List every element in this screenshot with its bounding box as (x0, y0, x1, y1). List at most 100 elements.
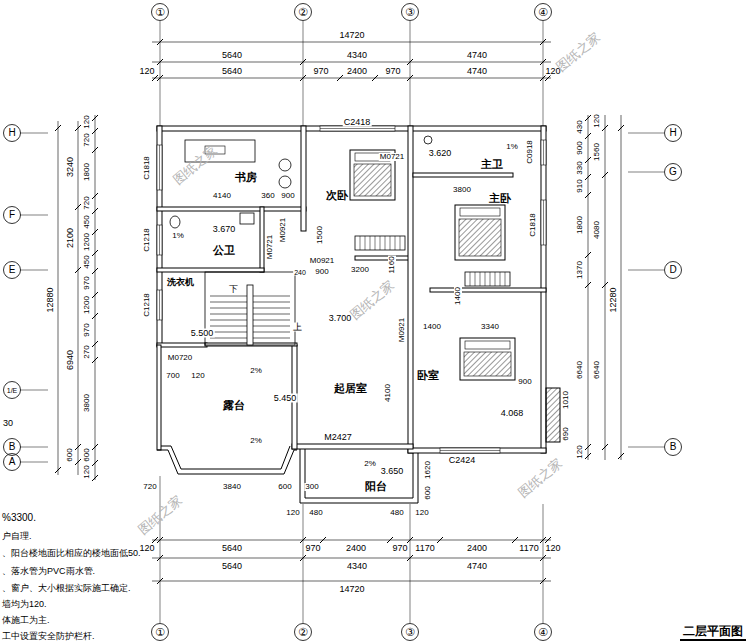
dimension-text: 3840 (222, 483, 242, 491)
dimension-tick (585, 115, 591, 121)
window-line (543, 200, 544, 245)
wardrobe-hanger (505, 272, 506, 286)
axis-label: H (8, 128, 15, 138)
dimension-text: 690 (562, 426, 570, 441)
room-label: 卧室 (416, 370, 440, 381)
dimension-text: 720 (83, 132, 91, 147)
dimension-text: 3.700 (328, 314, 353, 323)
window-line (159, 225, 160, 255)
wall (355, 256, 412, 260)
wardrobe-hanger (490, 272, 491, 286)
dimension-text: 5640 (221, 562, 243, 571)
axis-line (20, 447, 48, 448)
axis-line (543, 504, 544, 623)
wall (301, 126, 306, 231)
dimension-tick (92, 115, 98, 121)
axis-line (160, 476, 161, 623)
dimension-text: 1400 (454, 286, 462, 306)
dimension-tick (75, 459, 81, 465)
axis-line (160, 21, 161, 126)
dimension-text: 120 (138, 544, 155, 553)
dimension-text: 4740 (466, 67, 488, 76)
dimension-text: 120 (83, 464, 91, 479)
dimension-text: 14720 (338, 31, 365, 40)
dimension-text: 下 (228, 285, 239, 294)
dimension-text: 1% (171, 232, 185, 240)
axis-circle (4, 125, 21, 142)
dimension-tick (152, 537, 158, 543)
bed-cover (459, 219, 501, 256)
dimension-text: 2% (249, 437, 263, 445)
dimension-tick (540, 578, 546, 584)
dimension-text: 120 (138, 67, 155, 76)
dimension-tick (585, 192, 591, 198)
dimension-text: 2400 (466, 544, 488, 553)
dimension-tick (585, 282, 591, 288)
wall (430, 288, 546, 292)
dimension-text: 970 (83, 322, 91, 337)
dimension-tick (300, 75, 306, 81)
note-text: 、阳台楼地面比相应的楼地面低50. (2, 549, 141, 558)
room-label: 主卫 (480, 159, 504, 170)
dimension-text: 3800 (452, 186, 472, 194)
axis-label: F (9, 210, 15, 220)
axis-circle (665, 125, 682, 142)
wardrobe (465, 272, 510, 286)
dimension-tick (157, 537, 163, 543)
dimension-text: 700 (165, 372, 180, 380)
dimension-line (152, 581, 551, 582)
railing (305, 449, 413, 498)
dimension-tick (512, 537, 518, 543)
dimension-text: 5640 (221, 67, 243, 76)
dimension-text: 600 (66, 447, 74, 462)
room-label: 露台 (222, 400, 246, 411)
dimension-text: 3200 (350, 266, 370, 274)
dimension-tick (585, 157, 591, 163)
room-label: 公卫 (212, 245, 236, 256)
dimension-tick (602, 444, 608, 450)
hatched-bay (546, 388, 560, 442)
dimension-text: 5.500 (190, 329, 215, 338)
window-line (320, 128, 395, 129)
dimension-tick (407, 59, 413, 65)
dimension-text: 900 (576, 140, 584, 155)
dimension-line (152, 540, 551, 541)
dimension-line (152, 62, 551, 63)
axis-circle (295, 4, 312, 21)
dimension-text: 120 (576, 444, 584, 459)
dimension-text: 910 (576, 178, 584, 193)
room-label: 起居室 (333, 383, 368, 394)
dimension-text: C1818 (143, 155, 151, 181)
dimension-text: 5.450 (273, 394, 298, 403)
dimension-line (95, 115, 96, 480)
note-text: 、落水管为PVC雨水管. (2, 567, 95, 576)
axis-line (20, 133, 48, 134)
wall (157, 345, 161, 450)
chair (279, 176, 291, 188)
dimension-tick (540, 537, 546, 543)
dimension-text: M0720 (167, 354, 193, 362)
dimension-text: C2424 (448, 456, 477, 465)
axis-label: A (9, 457, 16, 467)
dimension-text: 600 (83, 447, 91, 462)
dimension-tick (585, 133, 591, 139)
railing (161, 446, 290, 469)
wardrobe-hanger (385, 236, 386, 250)
wall (157, 343, 207, 347)
axis-label: B (9, 442, 16, 452)
wardrobe (355, 236, 405, 250)
window (541, 200, 546, 245)
dimension-tick (540, 75, 546, 81)
watermark: 图纸之家 (554, 30, 602, 73)
dimension-tick (92, 147, 98, 153)
axis-label: ④ (538, 627, 548, 638)
dimension-text: 2% (363, 460, 377, 468)
axis-line (543, 21, 544, 126)
room-label: 洗衣机 (166, 278, 195, 287)
wardrobe-hanger (365, 236, 366, 250)
watermark: 图纸之家 (516, 456, 564, 499)
dimension-text: 2400 (345, 544, 367, 553)
dimension-text: 120 (544, 544, 561, 553)
dimension-tick (75, 444, 81, 450)
wardrobe-hanger (470, 272, 471, 286)
